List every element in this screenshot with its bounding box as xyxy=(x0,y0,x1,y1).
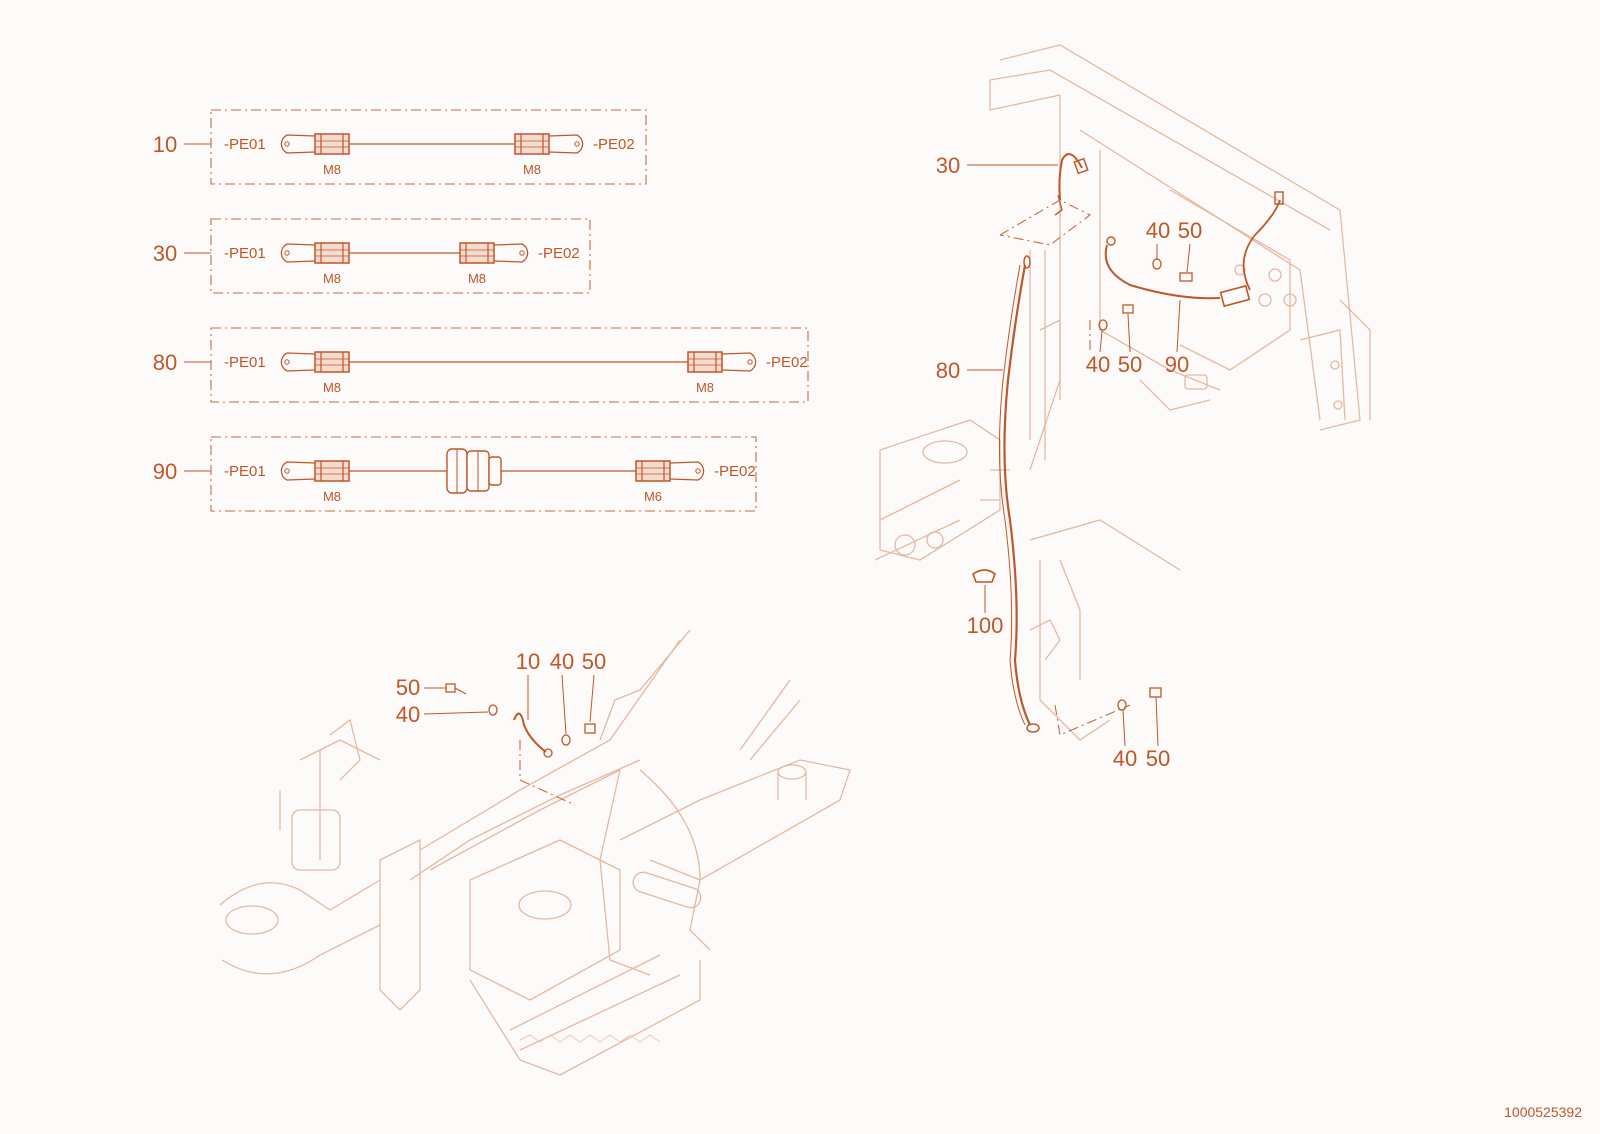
callout-right-40-mid: 40 xyxy=(1086,352,1110,377)
right-lug-size: M8 xyxy=(523,162,541,177)
callout-left-50: 50 xyxy=(396,675,420,700)
right-terminal-tag: -PE02 xyxy=(714,463,756,480)
hardware-right-bottom xyxy=(1117,687,1162,711)
callout-right-90: 90 xyxy=(1165,352,1189,377)
callout-left-50-top: 50 xyxy=(582,649,606,674)
left-terminal-tag: -PE01 xyxy=(224,463,266,480)
cable-item-number: 90 xyxy=(153,459,177,484)
left-terminal-tag: -PE01 xyxy=(224,136,266,153)
cab-frame-drawing xyxy=(874,44,1371,741)
left-cable-lug xyxy=(280,133,350,155)
callout-left-40: 40 xyxy=(396,702,420,727)
callouts: 30 80 40 50 40 50 90 100 40 50 50 40 10 … xyxy=(396,153,1202,771)
left-cable-lug xyxy=(280,351,350,373)
right-cable-lug xyxy=(687,351,757,373)
callout-right-40-top: 40 xyxy=(1146,218,1170,243)
right-cable-lug xyxy=(459,242,529,264)
callout-right-50-bottom: 50 xyxy=(1146,746,1170,771)
left-terminal-tag: -PE01 xyxy=(224,354,266,371)
left-lug-size: M8 xyxy=(323,380,341,395)
callout-right-30: 30 xyxy=(936,153,960,178)
right-terminal-tag: -PE02 xyxy=(593,136,635,153)
left-lug-size: M8 xyxy=(323,489,341,504)
right-lug-size: M6 xyxy=(644,489,662,504)
callout-right-50-top: 50 xyxy=(1178,218,1202,243)
right-cable-lug xyxy=(514,133,584,155)
callout-right-100: 100 xyxy=(967,613,1004,638)
document-number: 1000525392 xyxy=(1504,1104,1582,1120)
assembly-guides xyxy=(519,199,1131,806)
left-lug-size: M8 xyxy=(323,162,341,177)
cable-item-number: 80 xyxy=(153,350,177,375)
callout-right-80: 80 xyxy=(936,358,960,383)
cable-item-number: 30 xyxy=(153,241,177,266)
left-cable-lug xyxy=(280,242,350,264)
right-terminal-tag: -PE02 xyxy=(766,354,808,371)
cable-item-number: 10 xyxy=(153,132,177,157)
callout-right-50-mid: 50 xyxy=(1118,352,1142,377)
hardware-right-top xyxy=(1098,258,1193,331)
left-terminal-tag: -PE01 xyxy=(224,245,266,262)
right-lug-size: M8 xyxy=(468,271,486,286)
callout-left-10-top: 10 xyxy=(516,649,540,674)
lower-frame-drawing xyxy=(219,629,851,1076)
cable-80-route xyxy=(998,255,1040,733)
right-lug-size: M8 xyxy=(696,380,714,395)
item-100-part xyxy=(972,569,996,583)
right-terminal-tag: -PE02 xyxy=(538,245,580,262)
callout-left-40-top: 40 xyxy=(550,649,574,674)
left-lug-size: M8 xyxy=(323,271,341,286)
cable-gland xyxy=(446,448,502,494)
right-cable-lug xyxy=(635,460,705,482)
left-cable-lug xyxy=(280,460,350,482)
cable-90-route xyxy=(1104,191,1284,308)
callout-right-40-bottom: 40 xyxy=(1113,746,1137,771)
